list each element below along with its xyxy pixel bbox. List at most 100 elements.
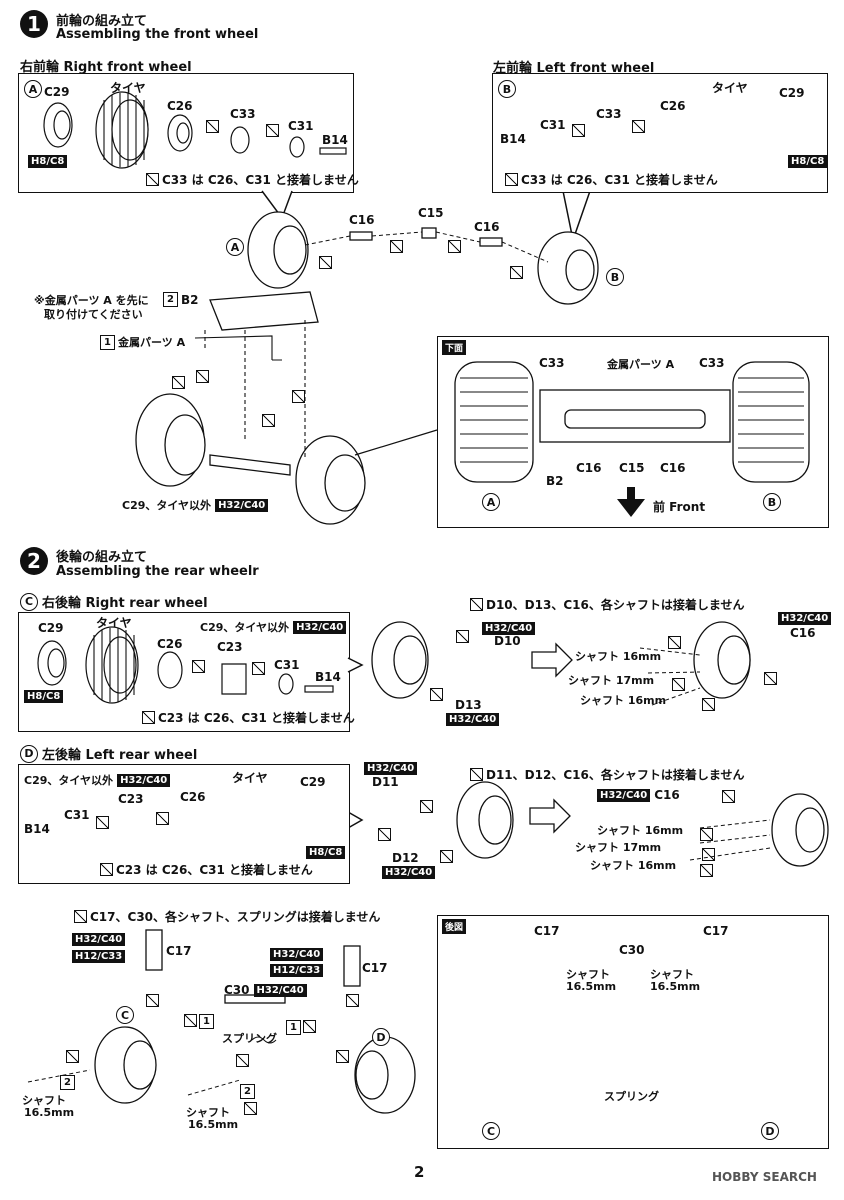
left-rear-wheel-label: D 左後輪 Left rear wheel xyxy=(20,744,197,763)
shaft-17-label: シャフト 17mm xyxy=(568,674,655,687)
note-c23-right: C23 は C26、C31 と接着しません xyxy=(142,709,355,726)
part-c33-label: C33 xyxy=(596,107,622,121)
hub-c33 xyxy=(230,126,250,154)
left-front-wheel-label: 左前輪 Left front wheel xyxy=(493,61,655,76)
note-right-rear: D10、D13、C16、各シャフトは接着しません xyxy=(470,596,744,613)
bottom-c33-right: C33 xyxy=(699,356,725,370)
rear-shaft-left: シャフト xyxy=(566,968,610,981)
part-tire-label: タイヤ xyxy=(232,771,268,785)
part-b14-label: B14 xyxy=(500,132,526,146)
right-rear-wheel-label: C 右後輪 Right rear wheel xyxy=(20,592,208,611)
part-tire-label: タイヤ xyxy=(96,616,132,630)
bottom-view-tag: 下面 xyxy=(442,340,467,355)
rear-c17-right: C17 xyxy=(703,924,729,938)
shaft-16-label-2: シャフト 16mm xyxy=(590,859,677,872)
step-order-box: 2 xyxy=(163,292,178,307)
step-2-title-jp: 後輪の組み立て xyxy=(56,550,148,565)
no-glue-icon xyxy=(74,910,87,923)
no-glue-icon xyxy=(156,812,169,825)
shaft-16-label-2: シャフト 16mm xyxy=(580,694,667,707)
no-glue-icon xyxy=(142,711,155,724)
no-glue-icon xyxy=(390,240,403,253)
part-d13-label: D13 xyxy=(455,698,482,712)
part-c16-label-2: C16 xyxy=(474,220,500,234)
no-glue-icon xyxy=(192,660,205,673)
tag-h32c40: H32/C40 xyxy=(364,762,418,775)
tag-h8c8: H8/C8 xyxy=(28,155,68,168)
note-spring: C17、C30、各シャフト、スプリングは接着しません xyxy=(74,908,380,925)
tag-h32c40: H32/C40 xyxy=(382,866,436,879)
part-c23-label: C23 xyxy=(217,640,243,654)
no-glue-icon xyxy=(244,1102,257,1115)
no-glue-icon xyxy=(470,768,483,781)
part-c26-label: C26 xyxy=(660,99,686,113)
part-c33-label: C33 xyxy=(230,107,256,121)
part-c29-label: C29 xyxy=(38,621,64,635)
cap-c31 xyxy=(289,136,305,158)
step-1-title-jp: 前輪の組み立て xyxy=(56,14,148,29)
step-order-box: 1 xyxy=(100,334,115,350)
step-order-1-right: 1 xyxy=(286,1020,316,1035)
tag-h32c40: H32/C40 xyxy=(778,612,832,625)
no-glue-icon xyxy=(572,124,585,137)
right-front-wheel-label: 右前輪 Right front wheel xyxy=(20,60,192,75)
rear-shaft-right-length: 16.5mm xyxy=(650,980,701,993)
shaft-16-label: シャフト 16mm xyxy=(575,650,662,663)
rear-spring-label: スプリング xyxy=(604,1090,659,1103)
metal-part-label: 1 金属パーツ A xyxy=(100,334,185,350)
bottom-c15: C15 xyxy=(619,461,645,475)
no-glue-icon xyxy=(456,630,469,643)
part-c31-label: C31 xyxy=(540,118,566,132)
part-c26-label: C26 xyxy=(157,637,183,651)
part-c26-label: C26 xyxy=(167,99,193,113)
part-b14-label: B14 xyxy=(24,822,50,836)
watermark: HOBBY SEARCH xyxy=(712,1170,817,1184)
no-glue-icon xyxy=(100,863,113,876)
no-glue-icon xyxy=(206,120,219,133)
metal-note-line1: ※金属パーツ A を先に xyxy=(34,294,149,307)
no-glue-icon xyxy=(196,370,209,383)
circle-d-marker: D xyxy=(372,1028,390,1046)
page-number: 2 xyxy=(414,1163,425,1181)
rear-c30: C30 xyxy=(619,943,645,957)
part-c29-label: C29 xyxy=(779,86,805,100)
part-d11-label: D11 xyxy=(372,775,399,789)
no-glue-icon xyxy=(146,173,159,186)
part-c31-label: C31 xyxy=(274,658,300,672)
no-glue-icon xyxy=(236,1054,249,1067)
spring-label: スプリング xyxy=(222,1032,277,1045)
rear-view-panel xyxy=(437,915,829,1149)
shaft-16-label: シャフト 16mm xyxy=(597,824,684,837)
no-glue-icon xyxy=(336,1050,349,1063)
no-glue-icon xyxy=(146,994,159,1007)
circle-c-marker: C xyxy=(116,1006,134,1024)
no-glue-icon xyxy=(668,636,681,649)
part-c29-label: C29 xyxy=(44,85,70,99)
tag-h32c40: H32/C40 xyxy=(446,713,500,726)
no-glue-icon xyxy=(672,678,685,691)
left-rear-wheel-panel xyxy=(18,764,350,884)
shaft-length-left: 16.5mm xyxy=(24,1106,75,1119)
no-glue-icon xyxy=(66,1050,79,1063)
metal-note-line2: 取り付けてください xyxy=(44,308,143,321)
no-glue-icon xyxy=(303,1020,316,1033)
step-1-title-en: Assembling the front wheel xyxy=(56,27,259,42)
shaft-label-left: シャフト xyxy=(22,1094,66,1107)
part-c29-label: C29 xyxy=(300,775,326,789)
no-glue-icon xyxy=(184,1014,197,1027)
part-b14-label: B14 xyxy=(322,133,348,147)
no-glue-icon xyxy=(505,173,518,186)
no-glue-icon xyxy=(378,828,391,841)
front-direction-label: 前 Front xyxy=(653,500,706,514)
no-glue-icon xyxy=(448,240,461,253)
tag-h8c8: H8/C8 xyxy=(306,846,346,859)
note-c33-right: C33 は C26、C31 と接着しません xyxy=(146,171,359,188)
step-b2-label: 2 B2 xyxy=(163,292,199,307)
circle-a-marker: A xyxy=(482,493,500,511)
no-glue-icon xyxy=(252,662,265,675)
shaft-length-right: 16.5mm xyxy=(188,1118,239,1131)
shaft-label-right: シャフト xyxy=(186,1106,230,1119)
